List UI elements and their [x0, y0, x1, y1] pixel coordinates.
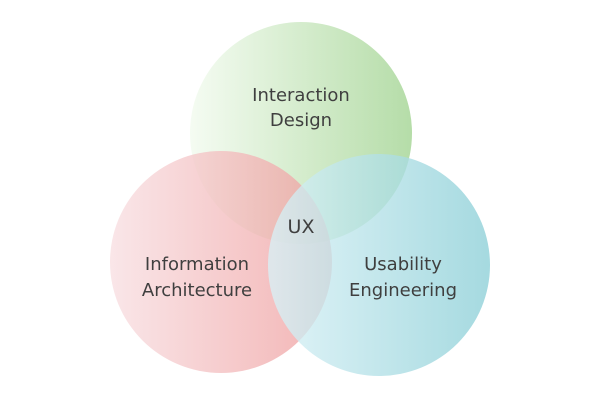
ux-center-label: UX [288, 216, 315, 238]
usability-engineering-label-line-1: Usability [364, 254, 442, 275]
interaction-design-label-line-2: Design [270, 110, 332, 131]
circle-information-architecture [110, 151, 332, 373]
information-architecture-label-line-1: Information [145, 254, 249, 275]
usability-engineering-label-line-2: Engineering [349, 280, 457, 301]
circle-usability-engineering [268, 154, 490, 376]
interaction-design-label-line-1: Interaction [252, 85, 350, 106]
information-architecture-label-line-2: Architecture [142, 280, 252, 301]
